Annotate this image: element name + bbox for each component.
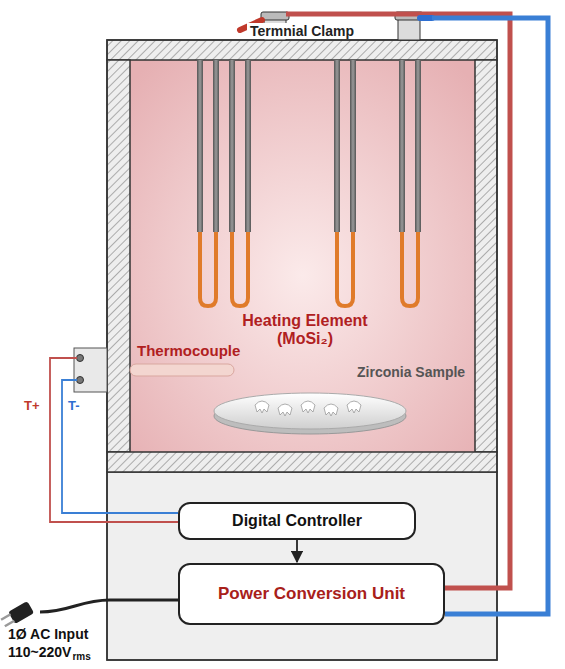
tc-wire-minus (62, 380, 178, 513)
voltage-subscript: rms (72, 651, 90, 662)
power-unit-box: Power Conversion Unit (178, 563, 445, 625)
platter (214, 393, 406, 429)
blue-lug (420, 15, 432, 21)
input-label: 1Ø AC Input (8, 626, 88, 642)
node-text: Power Conversion Unit (218, 584, 405, 604)
heater-label: Heating Element (MoSi₂) (230, 312, 380, 349)
housing (107, 40, 497, 660)
controller-box: Digital Controller (178, 502, 416, 540)
right-wall (475, 60, 497, 452)
floor (107, 452, 497, 472)
tc-wire-plus (50, 358, 178, 522)
signal-name: T- (68, 398, 80, 413)
zirconia-teeth (255, 401, 361, 416)
signal-name: T+ (24, 398, 40, 413)
thermocouple-head (74, 348, 107, 392)
cabinet (107, 472, 497, 660)
chamber (130, 60, 475, 452)
power-cord (40, 600, 178, 612)
heating-elements (197, 60, 421, 306)
lid (107, 40, 497, 60)
input-voltage: 110~220V (8, 644, 71, 660)
sample-label: Zirconia Sample (357, 364, 465, 380)
clamp-label: Termnial Clamp (247, 23, 357, 39)
thermocouple-probe (130, 364, 234, 376)
plug (0, 601, 34, 629)
thermocouple-label: Thermocouple (137, 342, 240, 359)
left-wall (107, 60, 130, 452)
heater-wire-blue (432, 18, 548, 614)
node-text: Digital Controller (232, 512, 362, 530)
signal-arrow (296, 540, 298, 562)
